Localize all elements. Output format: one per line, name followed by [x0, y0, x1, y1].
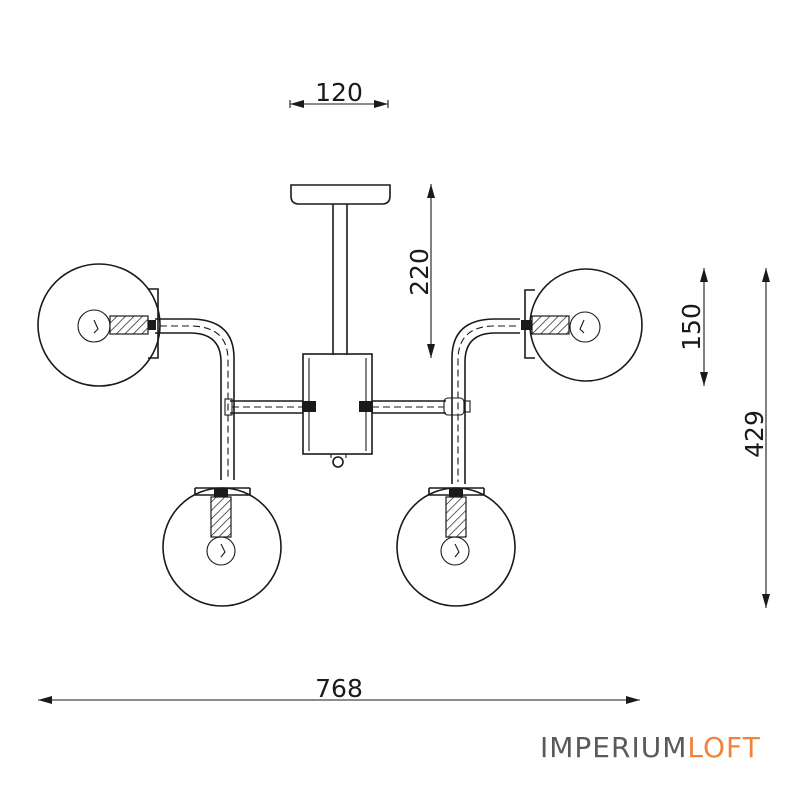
dimension-120-label: 120	[315, 78, 363, 107]
dimension-stem-height: 220	[405, 184, 435, 358]
dimension-total-height: 429	[740, 268, 770, 608]
arrow-up	[762, 268, 770, 282]
arrow-up	[700, 268, 708, 282]
brand-logo-part1: IMPERIUM	[540, 731, 688, 764]
dimension-429-label: 429	[740, 410, 769, 458]
arrow-right	[374, 100, 388, 108]
ceiling-canopy	[290, 184, 391, 205]
dimension-mount-width: 120	[289, 78, 389, 108]
dimension-150-label: 150	[677, 303, 706, 351]
arrow-left	[290, 100, 304, 108]
dimension-total-width: 768	[38, 674, 640, 704]
horizontal-arms	[224, 397, 471, 416]
dimension-768-label: 768	[315, 674, 363, 703]
left-arm-pipe	[155, 318, 235, 480]
brand-logo-part2: LOFT	[687, 731, 761, 764]
lamp-upper-right	[521, 268, 643, 382]
stem-rod	[332, 204, 348, 355]
dimension-shade-height: 150	[677, 268, 708, 386]
right-arm-pipe	[451, 318, 520, 484]
arrow-up	[427, 184, 435, 198]
arrow-right	[626, 696, 640, 704]
arrow-left	[38, 696, 52, 704]
lamp-upper-left	[37, 263, 161, 387]
arrow-down	[427, 344, 435, 358]
dimension-220-label: 220	[405, 248, 434, 296]
arrow-down	[700, 372, 708, 386]
arrow-down	[762, 594, 770, 608]
lamp-lower-left	[162, 487, 282, 607]
lamp-lower-right	[396, 487, 516, 607]
brand-logo: IMPERIUMLOFT	[540, 731, 761, 764]
